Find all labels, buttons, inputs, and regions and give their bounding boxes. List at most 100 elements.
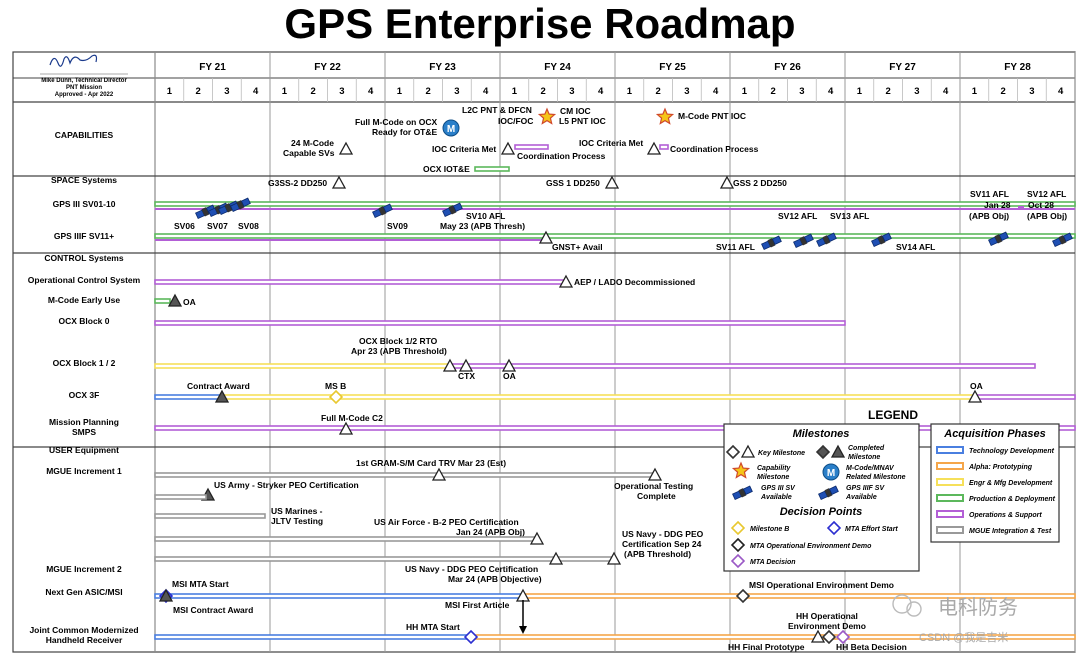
satellite-icon bbox=[818, 485, 839, 501]
phase-bar-production bbox=[154, 233, 1076, 239]
legend-item-label: M-Code/MNAV bbox=[846, 465, 895, 472]
quarter-label: 3 bbox=[224, 86, 229, 97]
milestone-note: OA bbox=[183, 297, 196, 307]
satellite-panel bbox=[218, 205, 228, 216]
legend-phase-label: Alpha: Prototyping bbox=[968, 464, 1033, 471]
satellite-panel bbox=[1062, 232, 1073, 242]
row-label: GPS III SV01-10 bbox=[53, 199, 116, 209]
milestone-note: Complete bbox=[637, 491, 676, 501]
quarter-label: 1 bbox=[282, 86, 288, 97]
satellite-body bbox=[822, 235, 831, 245]
satellite-panel bbox=[818, 490, 828, 501]
quarter-label: 3 bbox=[684, 86, 689, 97]
legend-section-title: Milestones bbox=[793, 428, 850, 440]
capability-note: IOC Criteria Met bbox=[432, 144, 496, 154]
satellite-panel bbox=[195, 209, 205, 220]
mta-start-diamond bbox=[463, 629, 479, 645]
capability-note: IOC Criteria Met bbox=[579, 138, 643, 148]
milestone-note: GNST+ Avail bbox=[552, 242, 603, 252]
row-label: Handheld Receiver bbox=[46, 635, 123, 645]
star-icon bbox=[537, 107, 557, 125]
quarter-label: 3 bbox=[799, 86, 804, 97]
satellite-panel bbox=[816, 237, 826, 248]
milestone-icon bbox=[647, 467, 663, 481]
satellite-panel bbox=[732, 490, 742, 501]
mta-demo-diamond bbox=[730, 537, 746, 553]
phase-bar-production bbox=[154, 201, 1076, 207]
phase-bar-integration bbox=[154, 536, 538, 542]
milestone-icon bbox=[646, 141, 662, 155]
row-label: Next Gen ASIC/MSI bbox=[45, 587, 122, 597]
milestone-icon bbox=[719, 175, 735, 189]
capability-note: Coordination Process bbox=[517, 151, 606, 161]
m-circle-icon bbox=[822, 463, 840, 481]
completed-milestone-icon bbox=[167, 293, 183, 307]
quarter-label: 2 bbox=[770, 86, 775, 97]
satellite-icon bbox=[988, 231, 1009, 247]
quarter-label: 4 bbox=[828, 86, 834, 97]
milestone-icon bbox=[740, 444, 756, 458]
milestone-note: G3SS-2 DD250 bbox=[268, 178, 327, 188]
m-circle-icon bbox=[442, 119, 460, 137]
milestone-icon bbox=[431, 467, 447, 481]
satellite-body bbox=[448, 205, 457, 215]
satellite-panel bbox=[742, 485, 753, 495]
row-label: SMPS bbox=[72, 427, 96, 437]
row-label: OCX 3F bbox=[69, 390, 100, 400]
milestone-note: (APB Threshold) bbox=[624, 549, 691, 559]
watermark-credit: CSDN @我是吉米 bbox=[919, 631, 1008, 644]
milestone-note: Environment Demo bbox=[788, 621, 866, 631]
capability-note: 24 M-Code bbox=[291, 138, 334, 148]
satellite-body bbox=[378, 206, 387, 216]
satellite-icon bbox=[1052, 232, 1073, 248]
milestone-note: Certification Sep 24 bbox=[622, 539, 702, 549]
capability-note: Full M-Code on OCX bbox=[355, 117, 437, 127]
mta-demo-diamond bbox=[821, 629, 837, 645]
satellite-label: SV08 bbox=[238, 221, 259, 231]
legend-phase-swatch bbox=[936, 462, 964, 470]
satellite-panel bbox=[826, 232, 837, 242]
satellite-body bbox=[1058, 235, 1067, 245]
fiscal-year-label: FY 28 bbox=[1004, 62, 1031, 73]
legend-item-label: GPS IIIF SV bbox=[846, 485, 885, 492]
capability-note: OCX IOT&E bbox=[423, 164, 470, 174]
satellite-panel bbox=[881, 232, 892, 242]
legend-item-label: Capability bbox=[757, 465, 792, 472]
milestone-icon bbox=[558, 274, 574, 288]
legend-item-label: Milestone bbox=[757, 474, 789, 481]
milestone-note: HH Operational bbox=[796, 611, 858, 621]
milestone-icon bbox=[810, 629, 826, 643]
quarter-label: 3 bbox=[339, 86, 344, 97]
mta-decision-diamond bbox=[835, 629, 851, 645]
satellite-panel bbox=[793, 238, 803, 249]
milestone-icon bbox=[500, 141, 516, 155]
legend-phase-swatch bbox=[936, 446, 964, 454]
milestone-note: MSI Operational Environment Demo bbox=[749, 580, 894, 590]
quarter-label: 2 bbox=[195, 86, 200, 97]
completed-milestone-icon bbox=[158, 588, 174, 602]
quarter-label: 1 bbox=[627, 86, 633, 97]
phase-bar-ops bbox=[154, 279, 567, 285]
phase-bar-tech bbox=[154, 394, 223, 400]
legend-item-label: Milestone B bbox=[750, 526, 789, 533]
legend-phase-label: Operations & Support bbox=[969, 512, 1042, 519]
phase-bar-tech bbox=[154, 634, 472, 640]
mta-decision-diamond bbox=[730, 553, 746, 569]
phase-bar-ops bbox=[974, 394, 1076, 400]
capability-note: Coordination Process bbox=[670, 144, 759, 154]
phase-bar-emd bbox=[154, 363, 451, 369]
satellite-body bbox=[738, 488, 747, 498]
satellite-panel bbox=[1052, 237, 1062, 248]
completed-milestone-icon bbox=[830, 444, 846, 458]
fiscal-year-label: FY 23 bbox=[429, 62, 456, 73]
row-label: M-Code Early Use bbox=[48, 295, 121, 305]
milestone-b-diamond bbox=[328, 389, 344, 405]
row-label: SPACE Systems bbox=[51, 175, 117, 185]
satellite-label: May 23 (APB Thresh) bbox=[440, 221, 525, 231]
legend-phase-swatch bbox=[936, 526, 964, 534]
satellite-panel bbox=[761, 240, 771, 251]
satellite-panel bbox=[988, 236, 998, 247]
legend-item-label: Related Milestone bbox=[846, 474, 906, 481]
quarter-label: 2 bbox=[310, 86, 315, 97]
